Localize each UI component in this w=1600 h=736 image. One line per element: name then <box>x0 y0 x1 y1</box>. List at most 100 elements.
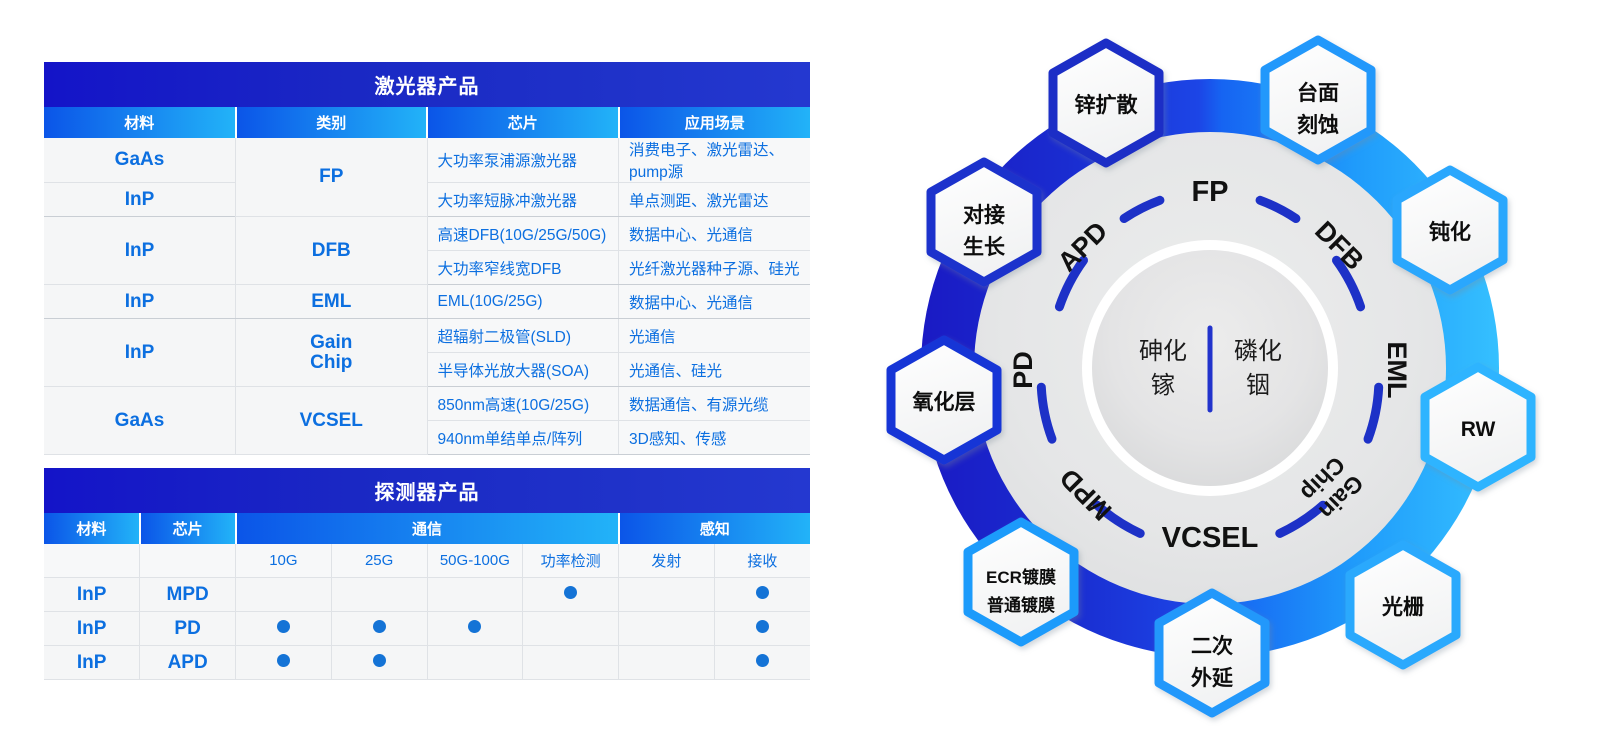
empty-mark <box>660 620 673 633</box>
cell-chip: 940nm单结单点/阵列 <box>427 420 619 455</box>
empty-mark <box>277 586 290 599</box>
hex-grating-label: 光栅 <box>1381 595 1424 619</box>
cell-mark <box>618 611 715 646</box>
table-row: InP PD <box>44 611 810 646</box>
hex-rw[interactable]: RW <box>1420 362 1536 492</box>
cell-application: 数据中心、光通信 <box>618 216 810 251</box>
sub-25g: 25G <box>331 544 428 578</box>
cell-material: InP <box>44 645 141 680</box>
cell-chip: 大功率短脉冲激光器 <box>427 182 619 217</box>
cell-mark <box>331 645 428 680</box>
hex-grating[interactable]: 光栅 <box>1345 540 1461 670</box>
inner-label-vcsel: VCSEL <box>1162 522 1259 554</box>
table-row: InP DFB 高速DFB(10G/25G/50G) 数据中心、光通信 <box>44 216 810 285</box>
laser-col-material: 材料 <box>44 107 237 138</box>
laser-products-table: 激光器产品 材料 类别 芯片 应用场景 GaAs FP 大功率泵浦源激光器 消费… <box>44 62 810 455</box>
table-row: InP APD <box>44 645 810 680</box>
detector-col-material: 材料 <box>44 513 141 544</box>
cell-application: 数据通信、有源光缆 <box>618 386 810 421</box>
detector-col-sensing: 感知 <box>618 513 810 544</box>
hex-oxide-layer[interactable]: 氧化层 <box>886 335 1002 465</box>
detector-table-banner-row: 探测器产品 <box>44 468 810 513</box>
support-dot-icon <box>755 619 769 633</box>
hex-mesa-etching-line2: 刻蚀 <box>1297 113 1339 137</box>
hex-ecr-coating-line1: ECR镀膜 <box>986 567 1056 587</box>
empty-mark <box>660 654 673 667</box>
cell-chip: 半导体光放大器(SOA) <box>427 352 619 387</box>
sub-blank-2 <box>139 544 236 578</box>
cell-category: DFB <box>235 216 428 285</box>
cell-mark <box>235 611 332 646</box>
cell-chip: 高速DFB(10G/25G/50G) <box>427 216 619 251</box>
cell-application: 光通信、硅光 <box>618 352 810 387</box>
cell-mark <box>714 611 810 646</box>
cell-category: FP <box>235 138 428 217</box>
cell-application: 单点测距、激光雷达 <box>618 182 810 217</box>
table-row: 大功率窄线宽DFB 光纤激光器种子源、硅光 <box>44 250 810 285</box>
core-left-line2: 镓 <box>1151 372 1175 399</box>
cell-material: InP <box>44 577 141 612</box>
hex-rw-label: RW <box>1461 418 1496 441</box>
cell-mark <box>522 645 619 680</box>
cell-application: 数据中心、光通信 <box>618 284 810 319</box>
hex-passivation[interactable]: 钝化 <box>1392 165 1508 295</box>
cell-mark <box>522 611 619 646</box>
cell-chip: EML(10G/25G) <box>427 284 619 319</box>
inner-label-gain-chip-group: Gain Chip <box>1296 452 1369 525</box>
hex-zinc-diffusion-label: 锌扩散 <box>1075 93 1138 117</box>
detector-products-table: 探测器产品 材料 芯片 通信 感知 10G 25G 50G-100G 功率检测 … <box>44 468 810 680</box>
hex-mesa-etching[interactable]: 台面 刻蚀 <box>1260 35 1376 165</box>
sub-receive: 接收 <box>714 544 810 578</box>
cell-mark <box>235 645 332 680</box>
table-row: InP EML EML(10G/25G) 数据中心、光通信 <box>44 284 810 319</box>
inner-dashed-ring <box>1036 195 1384 538</box>
cell-category: VCSEL <box>235 386 428 455</box>
table-row: GaAs VCSEL 850nm高速(10G/25G) 数据通信、有源光缆 <box>44 386 810 455</box>
hex-mesa-etching-line1: 台面 <box>1297 81 1339 105</box>
hex-secondary-epitaxy-line1: 二次 <box>1191 634 1233 658</box>
core-materials: 砷化 镓 磷化 铟 <box>1139 325 1282 413</box>
detector-table-header-row: 材料 芯片 通信 感知 <box>44 513 810 544</box>
hex-secondary-epitaxy[interactable]: 二次 外延 <box>1154 588 1270 718</box>
detector-table-banner: 探测器产品 <box>44 468 810 513</box>
hex-ecr-coating[interactable]: ECR镀膜 普通镀膜 <box>963 517 1079 647</box>
support-dot-icon <box>755 653 769 667</box>
core-right-line1: 磷化 <box>1234 338 1282 365</box>
support-dot-icon <box>276 619 290 633</box>
table-row: 半导体光放大器(SOA) 光通信、硅光 <box>44 352 810 387</box>
inner-label-pd: PD <box>1008 351 1038 389</box>
product-tables: 激光器产品 材料 类别 芯片 应用场景 GaAs FP 大功率泵浦源激光器 消费… <box>44 62 810 680</box>
cell-application: 光纤激光器种子源、硅光 <box>618 250 810 285</box>
empty-mark <box>373 586 386 599</box>
laser-col-chip: 芯片 <box>427 107 620 138</box>
cell-material: GaAs <box>44 386 236 455</box>
cell-mark <box>427 577 524 612</box>
hex-zinc-diffusion[interactable]: 锌扩散 <box>1048 38 1164 168</box>
hex-butt-joint-growth-line2: 生长 <box>963 235 1006 259</box>
table-row: 940nm单结单点/阵列 3D感知、传感 <box>44 420 810 455</box>
core-right-line2: 铟 <box>1246 372 1270 399</box>
laser-table-banner-row: 激光器产品 <box>44 62 810 107</box>
cell-mark <box>427 611 524 646</box>
hex-butt-joint-growth[interactable]: 对接 生长 <box>926 157 1042 287</box>
table-row: InP MPD <box>44 577 810 612</box>
cell-mark <box>331 577 428 612</box>
table-row: InP 大功率短脉冲激光器 单点测距、激光雷达 <box>44 182 810 217</box>
detector-col-chip: 芯片 <box>139 513 237 544</box>
cell-category: Gain Chip <box>235 318 428 387</box>
cell-application: 光通信 <box>618 318 810 353</box>
empty-mark <box>468 654 481 667</box>
sub-10g: 10G <box>235 544 332 578</box>
support-dot-icon <box>276 653 290 667</box>
support-dot-icon <box>372 619 386 633</box>
laser-col-application: 应用场景 <box>618 107 810 138</box>
sub-transmit: 发射 <box>618 544 715 578</box>
empty-mark <box>564 654 577 667</box>
support-dot-icon <box>372 653 386 667</box>
process-wheel-diagram: FP DFB EML Gain Chip VCSEL MPD PD APD 砷化… <box>860 10 1560 726</box>
cell-chip: 大功率泵浦源激光器 <box>427 138 619 183</box>
sub-50g-100g: 50G-100G <box>427 544 524 578</box>
laser-table-banner: 激光器产品 <box>44 62 810 107</box>
cell-chip: 大功率窄线宽DFB <box>427 250 619 285</box>
empty-mark <box>468 586 481 599</box>
